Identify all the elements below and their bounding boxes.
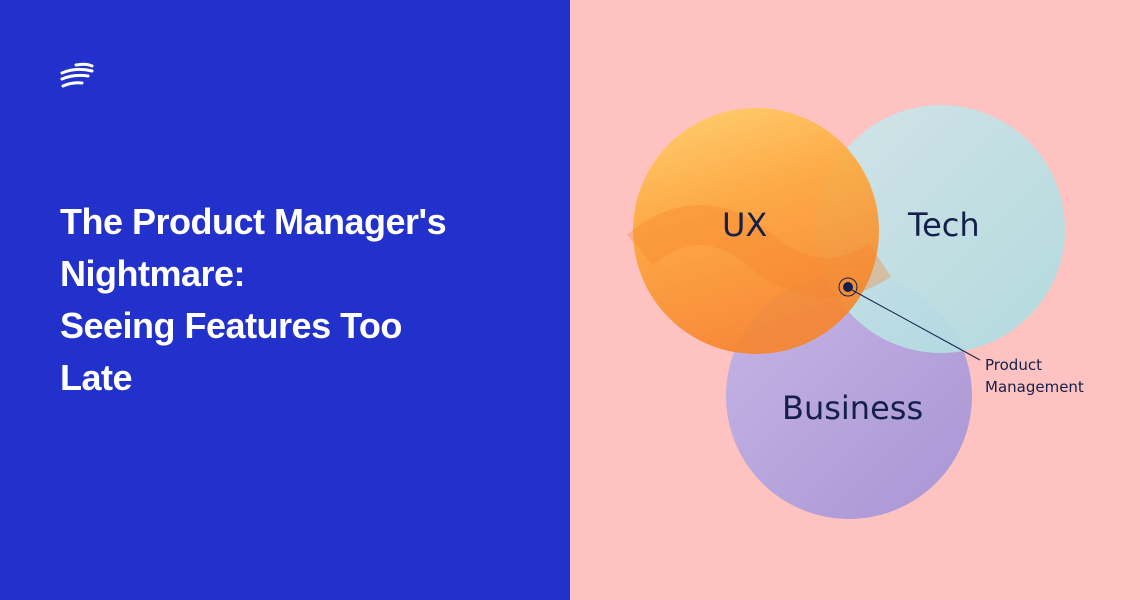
page-title: The Product Manager's Nightmare: Seeing … [60,196,540,404]
callout-line2: Management [985,378,1084,396]
intersection-marker-dot [843,282,853,292]
left-panel [0,0,570,600]
callout-line1: Product [985,356,1042,374]
wave-lines-icon [60,62,94,88]
tech-circle [817,105,1065,353]
title-line: The Product Manager's [60,201,447,242]
callout-line [851,289,981,361]
business-label: Business [782,389,924,427]
title-line: Late [60,357,133,398]
ux-circle [633,108,879,354]
title-line: Seeing Features Too [60,305,402,346]
tech-label: Tech [908,206,980,244]
product-management-callout: Product Management [985,354,1084,398]
title-line: Nightmare: [60,253,246,294]
ux-label: UX [722,206,768,244]
intersection-marker-ring [838,277,858,297]
